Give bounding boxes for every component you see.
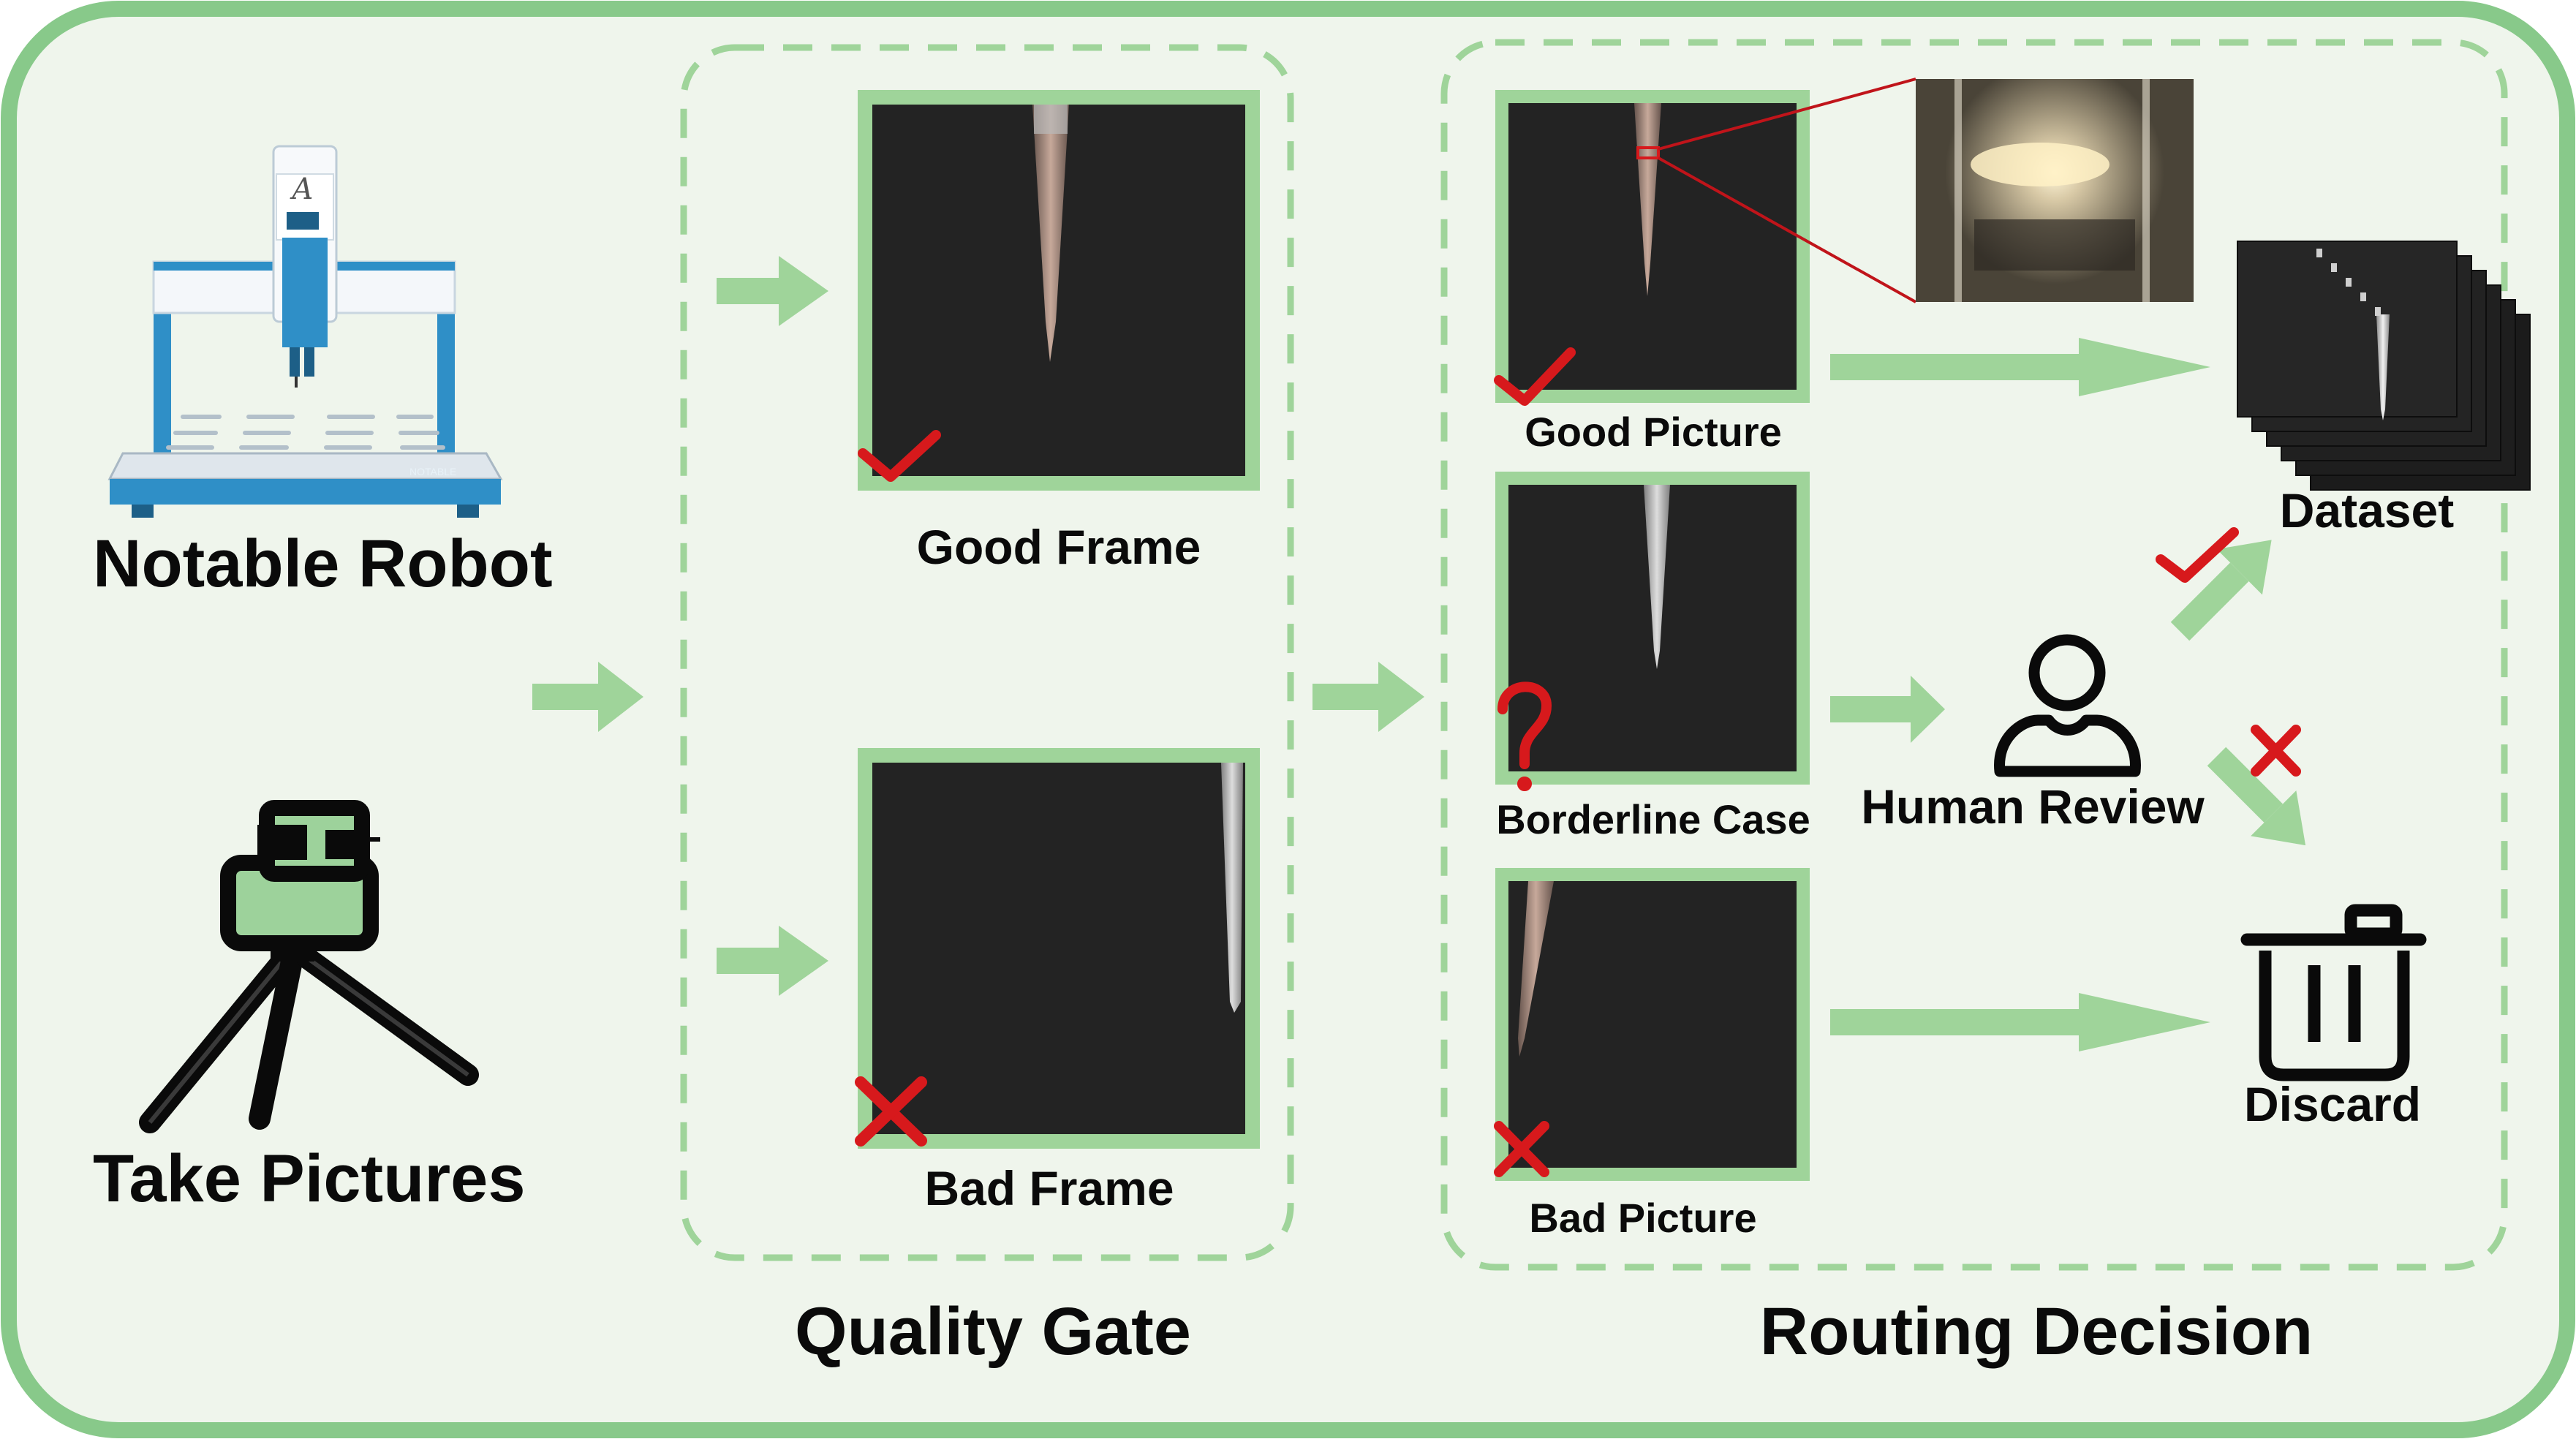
bad-frame-label: Bad Frame [924, 1161, 1174, 1215]
svg-text:A: A [290, 173, 314, 206]
verdict-marks [855, 347, 2301, 1177]
camera-tripod-icon [139, 800, 479, 1133]
arrow-to-quality-gate [532, 662, 643, 732]
bad-picture-label: Bad Picture [1529, 1195, 1757, 1241]
robot-illustration: A NOTABLE [107, 145, 503, 518]
good-frame-label: Good Frame [916, 520, 1201, 574]
good-frame-photo [858, 90, 1260, 491]
arrow-bad-to-discard [1830, 993, 2210, 1051]
bad-frame-photo [858, 748, 1260, 1149]
robot-brand-mark: NOTABLE [409, 466, 456, 477]
cross-icon [2251, 725, 2301, 777]
check-icon [2156, 527, 2239, 583]
check-icon [1494, 347, 1576, 406]
arrow-review-to-dataset [2170, 540, 2272, 641]
check-icon [858, 430, 941, 482]
arrow-review-to-discard [2207, 747, 2306, 846]
cross-icon [855, 1076, 927, 1147]
good-picture-label: Good Picture [1525, 409, 1782, 455]
borderline-case-label: Borderline Case [1496, 796, 1810, 842]
bad-picture-photo [1495, 868, 1810, 1181]
discard-label: Discard [2243, 1077, 2422, 1131]
quality-gate-title: Quality Gate [795, 1294, 1191, 1369]
person-icon [1994, 634, 2141, 777]
flow-arrows [532, 256, 2306, 1051]
trash-icon [2240, 904, 2427, 1081]
arrow-to-bad-frame [717, 926, 828, 996]
arrow-good-to-dataset [1830, 338, 2210, 396]
human-review-label: Human Review [1861, 779, 2205, 834]
borderline-picture-photo [1495, 472, 1810, 785]
question-icon [1497, 681, 1552, 791]
arrow-borderline-to-review [1830, 676, 1945, 743]
good-picture-photo [1495, 90, 1810, 403]
robot-label: Notable Robot [93, 526, 553, 601]
arrow-to-good-frame [717, 256, 828, 326]
dataset-stack-icon [2237, 241, 2531, 491]
cross-icon [1494, 1121, 1549, 1177]
zoom-callout [1658, 78, 2194, 303]
routing-decision-title: Routing Decision [1759, 1294, 2314, 1369]
arrow-to-routing [1312, 662, 1424, 732]
camera-label: Take Pictures [93, 1141, 526, 1216]
routing-decision-box [1440, 39, 2508, 1271]
quality-gate-box [680, 44, 1294, 1261]
dataset-label: Dataset [2279, 483, 2455, 537]
